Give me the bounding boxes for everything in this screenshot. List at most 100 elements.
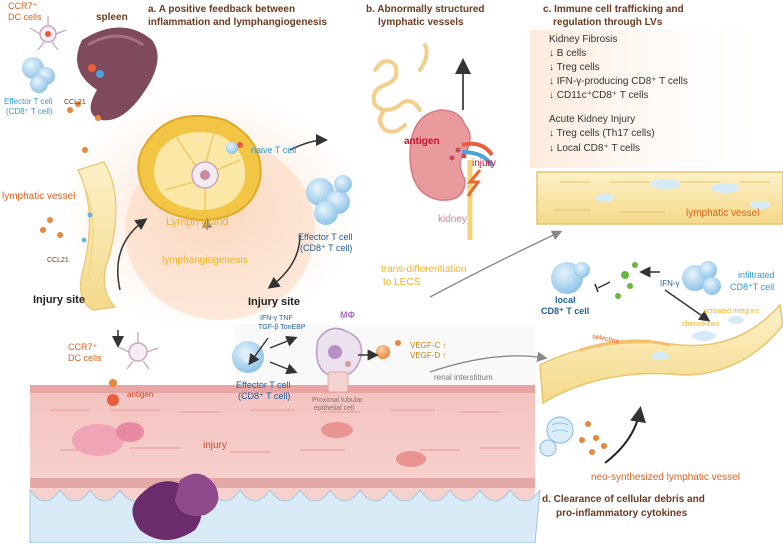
activated-integrins-label: activated integrins: [703, 308, 760, 315]
injury-label-bottom: injury: [203, 440, 227, 451]
kidney-label: kidney: [438, 214, 467, 225]
red-blood-cell: [321, 422, 353, 438]
panel-d-title-line2: pro-inflammatory cytokines: [556, 508, 688, 519]
proximal-tubular-label-1: Proximal tubular: [312, 397, 363, 404]
cytokines-label-1: IFN-γ TNF: [260, 315, 293, 322]
panel-b-title-line2: lymphatic vessels: [378, 17, 464, 28]
red-blood-cell: [396, 451, 426, 467]
panel-a-title-line2: inflammation and lymphangiogenesis: [148, 17, 327, 28]
dc-cell-top: [29, 16, 67, 51]
fibrosis-item: ↓ CD11c⁺CD8⁺ T cells: [549, 90, 648, 101]
arrow-to-vessel-right: [429, 230, 563, 298]
effector-center-label: Effector T cell: [298, 232, 353, 242]
spleen-label: spleen: [96, 12, 128, 23]
antigen-label-kidney: antigen: [404, 136, 440, 147]
kidney-illustration: [409, 109, 494, 240]
feedback-cycle-arrows: [112, 134, 328, 348]
panel-b-title-line1: b. Abnormally structured: [366, 4, 485, 15]
effector-left-label: Effector T cell: [4, 97, 53, 106]
trans-differentiation-label-1: trans-differentiation: [381, 264, 466, 275]
naive-t-cell-group: [226, 142, 238, 154]
lymph-gland-label: Lymph gland: [166, 216, 229, 228]
dc-cell-bottom: [117, 332, 159, 370]
tissue-top-membrane: [30, 385, 535, 393]
ifn-gamma-dots: [615, 262, 638, 299]
panel-a-title-line1: a. A positive feedback between: [148, 4, 295, 15]
spleen-illustration: [77, 27, 158, 121]
abnormal-vessels: [371, 43, 429, 134]
fibrosis-item: ↓ B cells: [549, 48, 586, 59]
inhibition-line: [597, 281, 611, 289]
macrophage-label: MΦ: [340, 310, 355, 320]
effector-left-sub-label: (CD8⁺ T cell): [6, 107, 53, 116]
lymphatic-vessel-label-left: lymphatic vessel: [2, 191, 75, 202]
ccr7-label-bottom: CCR7⁺: [68, 342, 98, 352]
lymphangiogenesis-label: lymphangiogenesis: [162, 255, 248, 266]
effector-bottom-label: Effector T cell: [236, 380, 291, 390]
naive-t-cell-label: naive T cell: [251, 145, 296, 155]
local-cd8-label-2: CD8⁺ T cell: [541, 306, 589, 316]
panel-c-title-line1: c. Immune cell trafficking and: [543, 4, 684, 15]
cytokines-label-2: TGF-β TonEBP: [258, 324, 306, 331]
panel-d-title-line1: d. Clearance of cellular debris and: [542, 494, 705, 505]
lymphatic-vessel-label-right: lymphatic vessel: [686, 208, 759, 219]
panel-c-background: [530, 30, 783, 168]
lymphatic-vessel-right: [536, 171, 783, 225]
ifn-gamma-label: IFN-γ: [660, 279, 680, 288]
effector-t-cell-bottom: [232, 341, 264, 373]
proximal-tubular-cell: [327, 371, 349, 393]
infiltrated-label-1: infiltrated: [738, 270, 775, 280]
ccl21-dots-bottom: [40, 217, 63, 238]
injured-cell-cluster: [132, 473, 219, 540]
injury-site-label-center: Injury site: [248, 296, 300, 308]
dc-cells-label-bottom: DC cells: [68, 353, 102, 363]
fibrosis-item: ↓ IFN-γ-producing CD8⁺ T cells: [549, 76, 688, 87]
aki-heading: Acute Kidney Injury: [549, 114, 635, 125]
panel-b-text: b. Abnormally structured lymphatic vesse…: [366, 4, 496, 225]
fibrosis-item: ↓ Treg cells: [549, 62, 600, 73]
arrow-to-neo-vessel: [429, 351, 548, 373]
proximal-tubular-label-2: epithelial cell: [314, 405, 355, 412]
lymphatic-vessel-left: [77, 161, 117, 311]
panel-a-text: a. A positive feedback between inflammat…: [2, 1, 493, 451]
vegf-dots: [376, 340, 401, 359]
lymph-gland-illustration: [137, 114, 262, 222]
kidney-fibrosis-heading: Kidney Fibrosis: [549, 34, 617, 45]
panel-c-text: c. Immune cell trafficking and regulatio…: [541, 4, 775, 346]
clearance-arrow: [604, 406, 646, 464]
injury-site-label-left: Injury site: [33, 294, 85, 306]
antigen-label-bottom: antigen: [127, 390, 153, 399]
aki-item: ↓ Local CD8⁺ T cells: [549, 143, 640, 154]
local-cd8-t-cell: [551, 262, 590, 294]
effector-center-sub-label: (CD8⁺ T cell): [300, 243, 352, 253]
ccl21-dots-top: [67, 101, 101, 153]
vegf-c-label: VEGF-C ↑: [410, 341, 446, 350]
ccl21-label-top: CCL21: [64, 99, 86, 106]
inhibition-bar: [594, 283, 599, 293]
panel-c-title-line2: regulation through LVs: [553, 17, 663, 28]
antigen-dots-bottom: [107, 379, 119, 406]
aki-item: ↓ Treg cells (Th17 cells): [549, 128, 655, 139]
chemokines-label: chemokines: [682, 321, 720, 328]
infiltrated-cd8-t-cells: [682, 261, 721, 295]
vegf-d-label: VEGF-D ↑: [410, 351, 446, 360]
interstitium-arrows: [248, 335, 379, 375]
injury-label-kidney: injury: [472, 158, 496, 169]
dc-cells-label-top: DC cells: [8, 12, 42, 22]
tissue-bottom-membrane: [30, 478, 535, 488]
ccl21-label-bottom: CCL21: [47, 257, 69, 264]
effector-bottom-sub-label: (CD8⁺ T cell): [238, 391, 290, 401]
debris-cells: [539, 416, 607, 457]
panel-d-text: neo-synthesized lymphatic vessel d. Clea…: [542, 472, 740, 519]
neo-vessel-label: neo-synthesized lymphatic vessel: [591, 472, 740, 483]
local-cd8-label-1: local: [555, 295, 576, 305]
pink-cell-cluster: [72, 422, 144, 456]
macrophage-illustration: [315, 327, 363, 378]
infiltrate-arrow: [664, 289, 711, 322]
effector-t-cell-group-center: [306, 175, 352, 225]
renal-interstitium-label: renal interstitium: [434, 373, 493, 382]
effector-t-cell-group-left: [22, 57, 55, 93]
trans-differentiation-label-2: to LECS: [383, 277, 421, 288]
